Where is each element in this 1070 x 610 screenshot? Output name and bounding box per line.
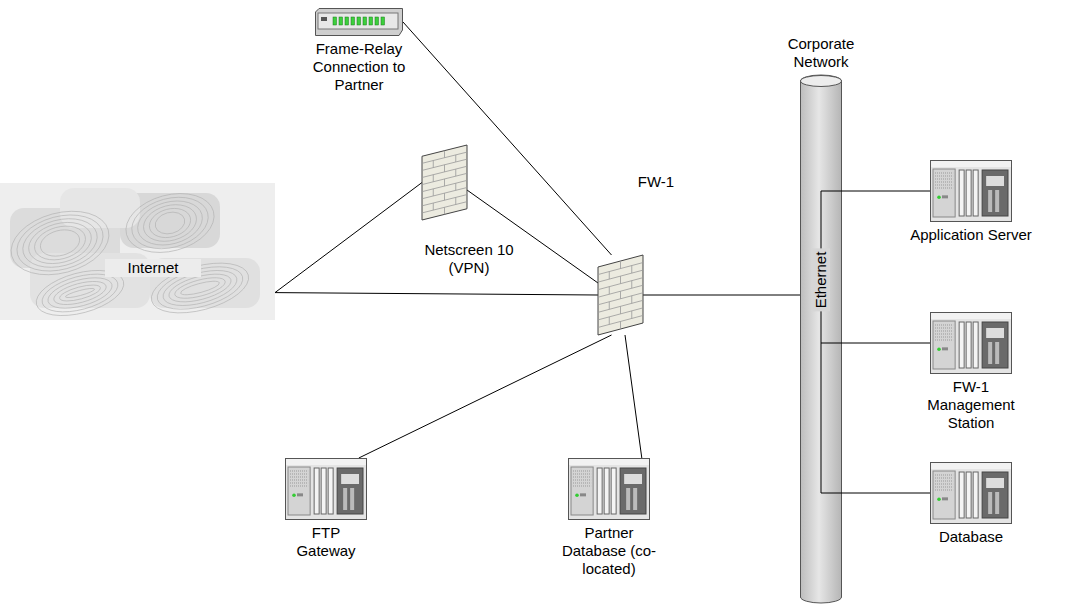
firewall-icon: FW-1 [598, 255, 643, 335]
server-icon: Application Server [930, 160, 1012, 222]
network-bus: Corporate NetworkEthernet [800, 75, 842, 603]
network-link [275, 293, 598, 295]
device-label: Application Server [896, 226, 1046, 244]
network-link [403, 22, 612, 255]
server-icon: Partner Database (co-located) [568, 458, 650, 520]
internet-cloud: Internet [0, 183, 275, 320]
bus-label: Ethernet [812, 249, 830, 312]
server-icon: FTP Gateway [285, 458, 367, 520]
device-label: Database [921, 528, 1021, 546]
firewall-icon-outline [598, 255, 643, 335]
device-label: Corporate Network [776, 35, 866, 71]
device-label: FW-1 Management Station [921, 378, 1021, 432]
network-link [842, 343, 930, 344]
device-label: Internet [105, 259, 201, 277]
network-link [643, 295, 800, 296]
vpn-firewall-icon: Netscreen 10 (VPN) [422, 145, 467, 220]
device-label: Netscreen 10 (VPN) [419, 241, 519, 277]
router-icon-outline [315, 8, 403, 36]
device-label: FTP Gateway [286, 524, 366, 560]
device-label: FW-1 [631, 173, 681, 191]
server-icon-outline [285, 458, 367, 520]
device-label: Partner Database (co-located) [554, 524, 664, 578]
network-link [842, 191, 930, 192]
internet-cloud-outline [0, 183, 275, 320]
router-icon: Frame-Relay Connection to Partner [315, 8, 403, 36]
server-icon-outline [930, 312, 1012, 374]
server-icon-outline [930, 160, 1012, 222]
network-link [359, 335, 612, 458]
network-bus-outline [800, 75, 842, 603]
network-link [842, 493, 930, 494]
network-link [625, 335, 642, 458]
server-icon-outline [568, 458, 650, 520]
device-label: Frame-Relay Connection to Partner [311, 40, 407, 94]
server-icon: Database [930, 462, 1012, 524]
server-icon: FW-1 Management Station [930, 312, 1012, 374]
network-link [275, 183, 422, 293]
server-icon-outline [930, 462, 1012, 524]
vpn-firewall-icon-outline [422, 145, 467, 220]
